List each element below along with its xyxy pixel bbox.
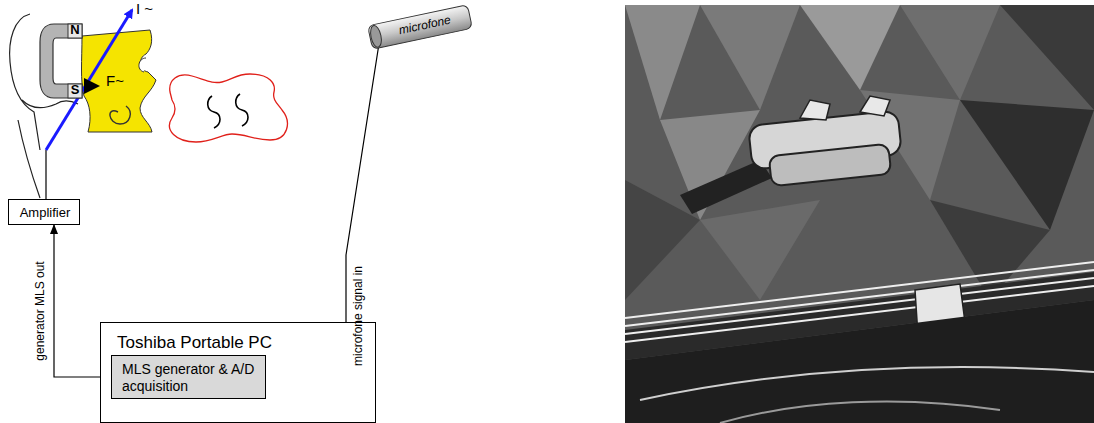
mls-box: MLS generator & A/D acquisition <box>111 355 266 399</box>
bridge-cutout <box>110 106 130 124</box>
current-label: I ~ <box>136 0 153 17</box>
coil-wire <box>45 150 46 199</box>
foam-wedge <box>700 200 820 300</box>
edge-label: generator MLS out <box>33 261 47 360</box>
node-text: N <box>68 22 82 38</box>
hand-outline <box>18 120 40 198</box>
f-hole <box>208 96 220 128</box>
violin-outline <box>169 74 287 142</box>
pc-box: Toshiba Portable PC MLS generator & A/D a… <box>100 322 376 423</box>
node-text: MLS generator & A/D acquisition <box>122 361 262 395</box>
hand-outline <box>10 14 40 150</box>
amplifier-box: Amplifier <box>8 199 80 225</box>
foam-wedge <box>1000 5 1094 110</box>
force-label: F~ <box>106 72 124 89</box>
violin-bridge <box>82 30 157 132</box>
foam-wedge <box>900 5 1000 100</box>
foam-wedge <box>700 5 800 110</box>
hand-outline <box>22 100 78 107</box>
violin-edge <box>640 367 1094 400</box>
violin-edge <box>720 401 1000 423</box>
node-text: S <box>68 82 82 98</box>
photo <box>625 5 1094 423</box>
microphone: microfone <box>366 3 473 50</box>
magnet: NS <box>38 20 84 102</box>
microphone-end <box>369 25 383 49</box>
microphone-body <box>368 5 473 50</box>
foam-wedge <box>625 5 700 120</box>
bridge-cutout <box>139 58 146 72</box>
foam-wedge <box>800 5 900 90</box>
photo-shadow <box>625 300 1094 423</box>
f-hole <box>236 94 248 126</box>
node-text: Amplifier <box>9 205 81 221</box>
mic-clamp <box>680 160 772 214</box>
foam-wedge <box>960 100 1094 230</box>
edge-label: microfone signal in <box>351 266 365 366</box>
mic-clip <box>800 96 890 120</box>
node-text: Toshiba Portable PC <box>117 333 367 353</box>
microphone-body <box>769 144 891 186</box>
photo-background <box>625 5 1094 423</box>
force-arrow <box>84 78 100 94</box>
